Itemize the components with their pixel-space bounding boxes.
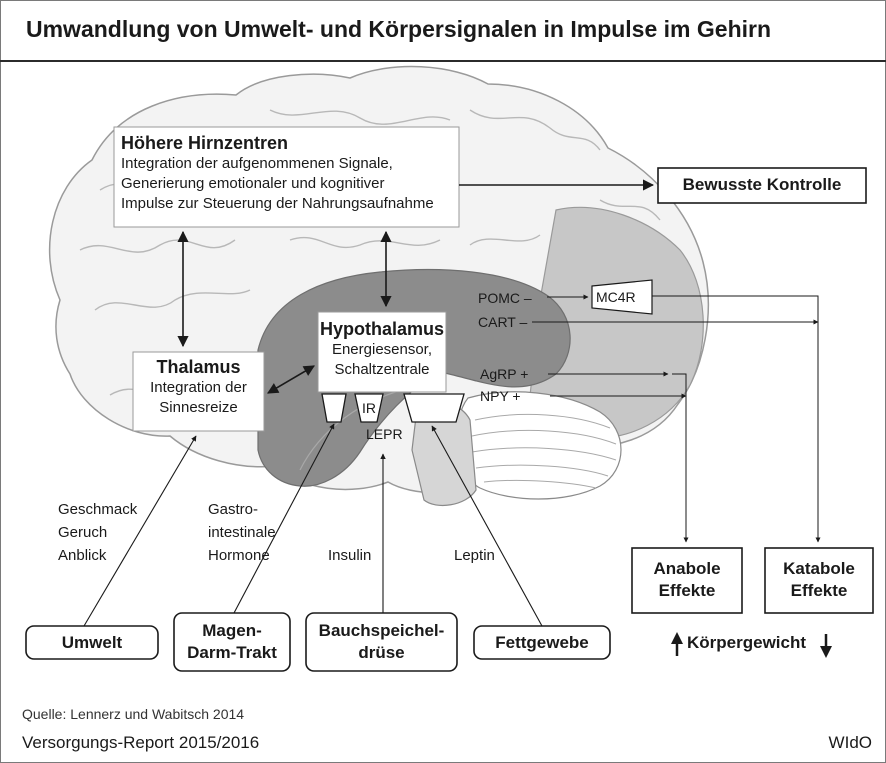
thalamus-box: [132, 351, 265, 432]
environment-box: [25, 625, 159, 660]
mc4r-label: MC4R: [596, 289, 636, 305]
pomc-label: POMC –: [478, 290, 532, 306]
receptor-ir: [354, 393, 384, 423]
signal-insulin: Insulin: [328, 547, 372, 564]
receptor-left: [321, 393, 347, 423]
catabolic-box: [764, 547, 874, 614]
arrows: [83, 179, 821, 627]
cerebellum-folia: [471, 414, 617, 489]
receptor-right: [403, 393, 465, 423]
hypothalamus-line-2: Schaltzentrale: [334, 361, 430, 378]
higher-centers-box: [113, 126, 460, 228]
higher-centers-line-1: Integration der aufgenommenen Signale,: [121, 155, 393, 172]
thalamus-heading: Thalamus: [156, 357, 241, 377]
catabolic-label: Katabole Effekte: [765, 558, 873, 602]
figure-title: Umwandlung von Umwelt- und Körpersignale…: [26, 16, 772, 42]
signal-sight: Anblick: [58, 547, 107, 564]
gut-label-2: Darm-Trakt: [187, 643, 277, 662]
conscious-control-label: Bewusste Kontrolle: [682, 175, 842, 194]
anabolic-label-2: Effekte: [658, 581, 716, 600]
receptor-ir-label: IR: [362, 400, 376, 416]
gut-label-1: Magen-: [202, 621, 262, 640]
anabolic-label-1: Anabole: [653, 559, 721, 578]
signal-hormones-1: Gastro-: [208, 501, 259, 518]
pancreas-label-2: drüse: [358, 643, 405, 662]
title-divider: [0, 60, 886, 62]
pancreas-box: [305, 612, 458, 672]
catabolic-label-1: Katabole: [783, 559, 855, 578]
signal-taste: Geschmack: [58, 501, 138, 518]
receptor-lepr-label: LEPR: [366, 426, 403, 442]
hypothalamus-box: [317, 311, 447, 393]
hypothalamus-text: Hypothalamus Energiesensor, Schaltzentra…: [318, 318, 446, 380]
higher-centers-line-2: Generierung emotionaler und kognitiver: [121, 175, 385, 192]
gut-label: Magen- Darm-Trakt: [174, 620, 290, 664]
body-weight-label: Körpergewicht: [687, 633, 807, 652]
fat-label: Fettgewebe: [495, 633, 589, 652]
gut-box: [173, 612, 291, 672]
anabolic-label: Anabole Effekte: [632, 558, 742, 602]
thalamus-text: Thalamus Integration der Sinnesreize: [133, 356, 264, 418]
npy-label: NPY +: [480, 388, 521, 404]
signal-hormones-3: Hormone: [208, 547, 270, 564]
pancreas-label-1: Bauchspeichel-: [318, 621, 445, 640]
hypothalamus-line-1: Energiesensor,: [331, 341, 433, 358]
agrp-label: AgRP +: [480, 366, 529, 382]
source-note: Quelle: Lennerz und Wabitsch 2014: [22, 706, 245, 722]
mc4r-shape: [591, 279, 653, 315]
anabolic-box: [631, 547, 743, 614]
conscious-control-box: [657, 167, 867, 204]
signal-hormones-2: intestinale: [208, 524, 276, 541]
catabolic-label-2: Effekte: [790, 581, 848, 600]
cart-label: CART –: [478, 314, 528, 330]
signal-smell: Geruch: [58, 524, 108, 541]
report-name: Versorgungs-Report 2015/2016: [22, 733, 260, 752]
higher-centers-heading: Höhere Hirnzentren: [121, 133, 289, 153]
hypothalamus-heading: Hypothalamus: [319, 319, 445, 339]
higher-centers-text: Höhere Hirnzentren Integration der aufge…: [114, 132, 459, 214]
thalamus-line-1: Integration der: [150, 379, 247, 396]
thalamus-line-2: Sinnesreize: [159, 399, 238, 416]
higher-centers-line-3: Impulse zur Steuerung der Nahrungsaufnah…: [121, 195, 434, 212]
signal-leptin: Leptin: [454, 547, 495, 564]
pancreas-label: Bauchspeichel- drüse: [306, 620, 457, 664]
environment-label: Umwelt: [61, 633, 123, 652]
publisher-logo: WIdO: [828, 733, 872, 752]
weight-arrows: [671, 632, 832, 658]
gyri-lines: [79, 109, 661, 396]
